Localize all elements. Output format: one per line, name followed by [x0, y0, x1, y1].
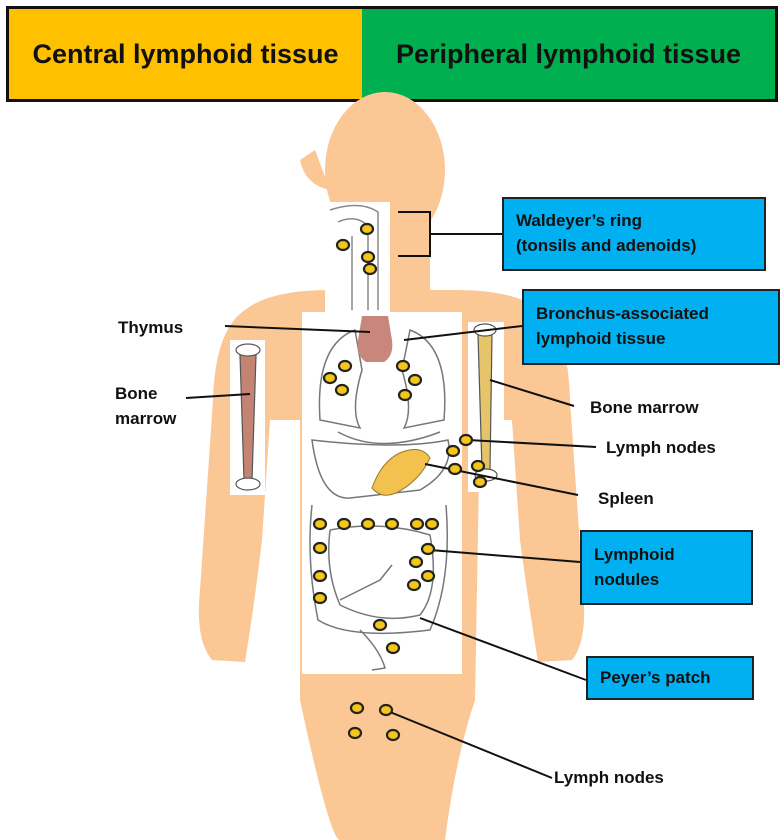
lymph-node-marker: [324, 373, 336, 383]
lymph-node-marker: [397, 361, 409, 371]
throat-panel: [325, 202, 390, 314]
lymph-node-marker: [399, 390, 411, 400]
lymphoid-nodules-callout: Lymphoid nodules: [580, 530, 753, 605]
lymph-node-marker: [409, 375, 421, 385]
lymph-node-marker: [362, 252, 374, 262]
lymph-node-marker: [422, 571, 434, 581]
bronchus-associated-callout-line1: Bronchus-associated: [536, 302, 709, 327]
lymph-node-marker: [449, 464, 461, 474]
lymph-nodes-groin-label: Lymph nodes: [554, 766, 664, 791]
lymph-node-marker: [426, 519, 438, 529]
lymph-node-marker: [447, 446, 459, 456]
bone-marrow-left-label-line2: marrow: [115, 407, 176, 432]
lymph-node-marker: [386, 519, 398, 529]
lymph-node-marker: [336, 385, 348, 395]
lymph-node-marker: [351, 703, 363, 713]
lymph-nodes-arm-label: Lymph nodes: [606, 436, 716, 461]
waldeyer-ring-callout-line2: (tonsils and adenoids): [516, 234, 696, 259]
lymph-node-marker: [339, 361, 351, 371]
lymph-node-marker: [472, 461, 484, 471]
lymph-node-marker: [337, 240, 349, 250]
lymph-node-marker: [422, 544, 434, 554]
lymph-node-marker: [314, 571, 326, 581]
lymph-node-marker: [387, 643, 399, 653]
lymph-node-marker: [314, 543, 326, 553]
bronchus-associated-callout-line2: lymphoid tissue: [536, 327, 709, 352]
lymph-node-marker: [349, 728, 361, 738]
lymphoid-nodules-callout-line2: nodules: [594, 568, 675, 593]
lymph-node-marker: [362, 519, 374, 529]
bronchus-associated-callout: Bronchus-associated lymphoid tissue: [522, 289, 780, 365]
lymph-node-marker: [387, 730, 399, 740]
peyers-patch-callout: Peyer’s patch: [586, 656, 754, 700]
spleen-label: Spleen: [598, 487, 654, 512]
lymph-node-marker: [474, 477, 486, 487]
bone-marrow-left-label: Bone marrow: [115, 382, 176, 431]
waldeyer-ring-callout-line1: Waldeyer’s ring: [516, 209, 696, 234]
lymph-node-marker: [314, 593, 326, 603]
thymus-label: Thymus: [118, 316, 183, 341]
lymph-node-marker: [411, 519, 423, 529]
bone-marrow-right-label: Bone marrow: [590, 396, 699, 421]
lymph-node-marker: [361, 224, 373, 234]
lymph-node-marker: [374, 620, 386, 630]
lymph-node-marker: [410, 557, 422, 567]
waldeyer-ring-callout: Waldeyer’s ring (tonsils and adenoids): [502, 197, 766, 271]
lymph-node-marker: [460, 435, 472, 445]
lymph-node-marker: [338, 519, 350, 529]
thymus-organ: [358, 316, 393, 362]
bone-marrow-left-label-line1: Bone: [115, 382, 176, 407]
lymph-node-marker: [314, 519, 326, 529]
lymphoid-nodules-callout-line1: Lymphoid: [594, 543, 675, 568]
peyers-patch-callout-text: Peyer’s patch: [600, 666, 711, 691]
lymph-node-marker: [408, 580, 420, 590]
lymph-node-marker: [380, 705, 392, 715]
lymph-node-marker: [364, 264, 376, 274]
